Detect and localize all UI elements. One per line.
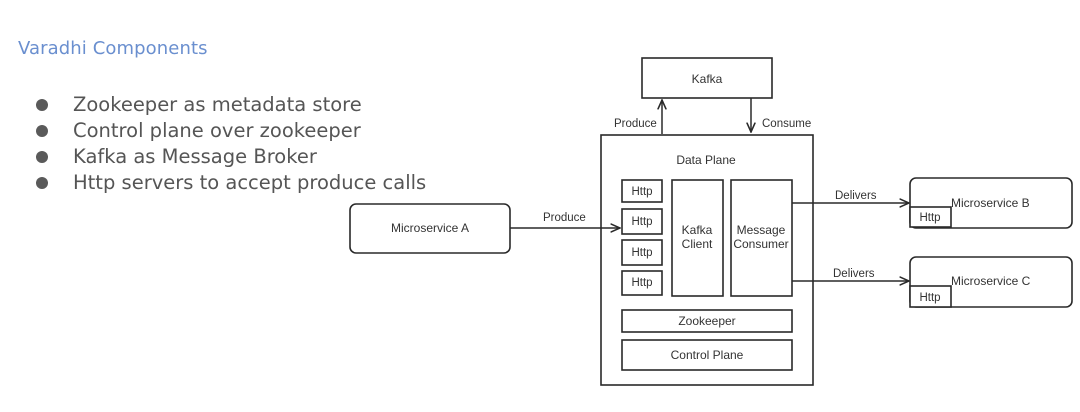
- http-server-node: Http: [621, 208, 663, 235]
- microservice-a-node: Microservice A: [349, 203, 511, 254]
- svg-text:Http: Http: [631, 186, 652, 198]
- kafka-label: Kafka: [692, 72, 723, 86]
- svg-text:Http: Http: [631, 277, 652, 289]
- svg-text:Http: Http: [631, 247, 652, 259]
- http-server-node: Http: [621, 239, 663, 266]
- svg-text:Kafka: Kafka: [682, 223, 713, 237]
- svg-text:Http: Http: [919, 212, 940, 224]
- kafka-client-node: Kafka Client: [671, 179, 724, 297]
- message-consumer-node: Message Consumer: [730, 179, 793, 297]
- kafka-node: Kafka: [641, 57, 773, 99]
- bullet-item: Zookeeper as metadata store: [34, 92, 426, 118]
- svg-text:Microservice A: Microservice A: [391, 221, 469, 235]
- bullet-item: Control plane over zookeeper: [34, 118, 426, 144]
- bullet-dot-icon: [36, 177, 48, 189]
- produce-to-kafka-label: Produce: [614, 118, 657, 130]
- bullet-list: Zookeeper as metadata store Control plan…: [34, 92, 426, 196]
- microservice-c-http-node: [909, 285, 952, 308]
- consume-from-kafka-label: Consume: [762, 118, 811, 130]
- svg-text:Message: Message: [737, 223, 786, 237]
- bullet-item: Http servers to accept produce calls: [34, 170, 426, 196]
- svg-text:Control Plane: Control Plane: [671, 348, 744, 362]
- svg-text:Microservice C: Microservice C: [951, 274, 1031, 288]
- svg-text:Microservice B: Microservice B: [951, 196, 1030, 210]
- microservice-b-node: Microservice B Http: [909, 177, 1073, 229]
- microservice-b-http-node: [909, 206, 952, 228]
- svg-text:Client: Client: [682, 237, 713, 251]
- zookeeper-node: Zookeeper: [621, 309, 793, 333]
- http-server-node: Http: [621, 179, 663, 203]
- microservice-c-node: Microservice C Http: [909, 256, 1073, 308]
- svg-text:Consumer: Consumer: [733, 237, 788, 251]
- svg-text:Http: Http: [919, 292, 940, 304]
- slide-title: Varadhi Components: [18, 38, 208, 59]
- delivers-to-c-label: Delivers: [833, 268, 875, 280]
- delivers-to-b-label: Delivers: [835, 190, 877, 202]
- bullet-item: Kafka as Message Broker: [34, 144, 426, 170]
- bullet-dot-icon: [36, 99, 48, 111]
- control-plane-node: Control Plane: [621, 339, 793, 371]
- svg-text:Zookeeper: Zookeeper: [678, 314, 735, 328]
- bullet-dot-icon: [36, 151, 48, 163]
- http-server-node: Http: [621, 270, 663, 296]
- data-plane-label: Data Plane: [676, 153, 736, 167]
- produce-from-a-label: Produce: [543, 212, 586, 224]
- bullet-dot-icon: [36, 125, 48, 137]
- svg-text:Http: Http: [631, 216, 652, 228]
